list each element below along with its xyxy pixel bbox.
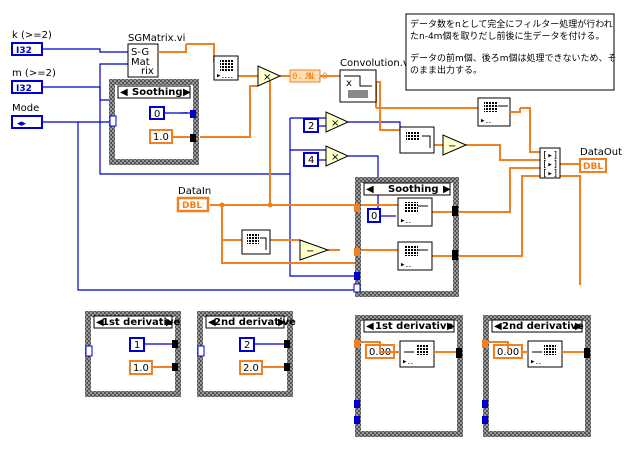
case-b1-const-b: 1.0 — [133, 363, 149, 374]
svg-text:▸‥: ▸‥ — [400, 260, 411, 270]
mode-glyph: ◂▸ — [17, 119, 27, 129]
svg-text:▶: ▶ — [166, 317, 174, 328]
const-2-text: 2 — [308, 121, 314, 132]
svg-text:▸‥: ▸‥ — [530, 357, 541, 367]
case-upper-selector: Soothing — [132, 87, 183, 98]
svg-text:◀: ◀ — [366, 184, 374, 195]
datain-label: DataIn — [178, 186, 211, 197]
case-structure-lower[interactable]: ◀ ▶ Soothing 0 ▸‥ ▸‥ — [353, 177, 459, 297]
sgmatrix-icon-line3: rix — [141, 66, 154, 77]
svg-text:◀: ◀ — [494, 321, 502, 332]
mode-control[interactable]: Mode ◂▸ — [11, 103, 43, 129]
convolution-label: Convolution.vi — [340, 58, 412, 69]
svg-text:x: x — [346, 78, 352, 89]
svg-text:−: − — [306, 246, 314, 257]
case-bottom-1[interactable]: ◀ ▶ 1st derivative 1 1.0 — [85, 311, 181, 397]
array-subset-icon: ▸‥‥ — [213, 55, 239, 81]
svg-text:−: − — [448, 141, 456, 152]
case-upper-const0: 0 — [154, 109, 160, 120]
multiply-node-1: × — [257, 65, 282, 87]
convolution-subvi[interactable]: Convolution.vi x — [339, 58, 412, 103]
subtract-node-mid: − — [442, 134, 468, 156]
note-line2: たn-4m個を取りだし前後に生データを付ける。 — [410, 30, 604, 42]
datain-type: DBL — [182, 201, 202, 211]
k-control[interactable]: k (>=2) I32 — [11, 30, 52, 56]
case-b3-selector: 1st derivative — [375, 321, 453, 332]
sgmatrix-icon-line1: S-G — [131, 47, 149, 58]
case-lower-selector: Soothing — [388, 184, 439, 195]
svg-text:◀: ◀ — [208, 317, 216, 328]
case-bottom-4[interactable]: ◀ ▶ 2nd derivative 0.00 ▸‥ — [482, 315, 591, 437]
svg-text:[▸]: [▸] — [542, 151, 558, 161]
svg-text:▶: ▶ — [575, 321, 583, 332]
note-line3: データの前m個、後ろm個は処理できないため、そ — [410, 52, 617, 64]
const-4[interactable]: 4 — [303, 152, 319, 167]
svg-text:▶: ▶ — [447, 321, 455, 332]
case-lower-const0: 0 — [371, 211, 377, 222]
subtract-node-lower: − — [299, 239, 330, 261]
array-subset-node-mid — [399, 126, 435, 154]
case-b1-selector: 1st derivative — [102, 317, 180, 328]
case-b2-const-a: 2 — [244, 340, 250, 351]
mode-label: Mode — [12, 103, 39, 114]
case-structure-upper[interactable]: ◀ ▶ Soothing 0 1.0 — [109, 79, 199, 165]
sgmatrix-label: SGMatrix.vi — [128, 33, 185, 44]
const-2[interactable]: 2 — [303, 118, 319, 133]
sgmatrix-icon-line2: Mat — [131, 57, 150, 68]
svg-text:◀: ◀ — [96, 317, 104, 328]
svg-text:▶: ▶ — [443, 184, 451, 195]
note-line4: のまま出力する。 — [410, 64, 482, 76]
array-subset-node-lower — [241, 229, 271, 255]
sgmatrix-subvi[interactable]: SGMatrix.vi S-G Mat rix — [127, 33, 185, 78]
dataout-label: DataOut — [580, 147, 622, 158]
svg-text:▸‥: ▸‥ — [400, 216, 411, 226]
svg-text:◀: ◀ — [120, 87, 128, 98]
dataout-type: DBL — [583, 162, 603, 172]
dataout-indicator: DataOut DBL — [579, 147, 622, 173]
replace-subset-node-top: ▸‥ — [477, 97, 511, 127]
case-b2-selector: 2nd derivative — [214, 317, 296, 328]
note-line1: データ数をnとして完全にフィルター処理が行われ — [410, 18, 613, 30]
const-4-text: 4 — [308, 155, 314, 166]
svg-text:×: × — [331, 118, 339, 129]
case-bottom-2[interactable]: ◀ ▶ 2nd derivative 2 2.0 — [197, 311, 296, 397]
svg-text:◀: ◀ — [366, 321, 374, 332]
svg-text:▸‥: ▸‥ — [402, 357, 413, 367]
case-b4-const: 0.00 — [497, 347, 519, 358]
reverse-index-node: 0..N N..0 — [289, 69, 328, 83]
m-control[interactable]: m (>=2) I32 — [11, 68, 56, 94]
case-upper-const1: 1.0 — [153, 132, 169, 143]
case-bottom-3[interactable]: ◀ ▶ 1st derivative 0.00 ▸‥ — [354, 315, 463, 437]
case-b2-const-b: 2.0 — [243, 363, 259, 374]
build-array-node: [▸] [▸] [▸] — [539, 147, 561, 179]
index-label-2: N..0 — [306, 72, 328, 82]
svg-text:[▸]: [▸] — [542, 169, 558, 179]
case-b4-selector: 2nd derivative — [502, 321, 584, 332]
note-box: データ数をnとして完全にフィルター処理が行われ たn-4m個を取りだし前後に生デ… — [405, 13, 617, 91]
multiply-node-2: × — [325, 111, 350, 133]
svg-text:▸‥: ▸‥ — [480, 116, 491, 126]
svg-text:▶: ▶ — [183, 87, 191, 98]
multiply-node-3: × — [325, 145, 350, 167]
k-label: k (>=2) — [12, 30, 52, 41]
datain-control[interactable]: DataIn DBL — [176, 186, 211, 213]
svg-text:▸‥‥: ▸‥‥ — [216, 71, 233, 81]
m-label: m (>=2) — [12, 68, 56, 79]
svg-text:[▸]: [▸] — [542, 160, 558, 170]
index-label-1: 0..N — [292, 72, 314, 82]
svg-text:×: × — [263, 72, 271, 83]
m-type: I32 — [16, 84, 32, 94]
svg-text:×: × — [331, 152, 339, 163]
svg-text:▶: ▶ — [278, 317, 286, 328]
k-type: I32 — [16, 46, 32, 56]
case-b1-const-a: 1 — [134, 340, 140, 351]
